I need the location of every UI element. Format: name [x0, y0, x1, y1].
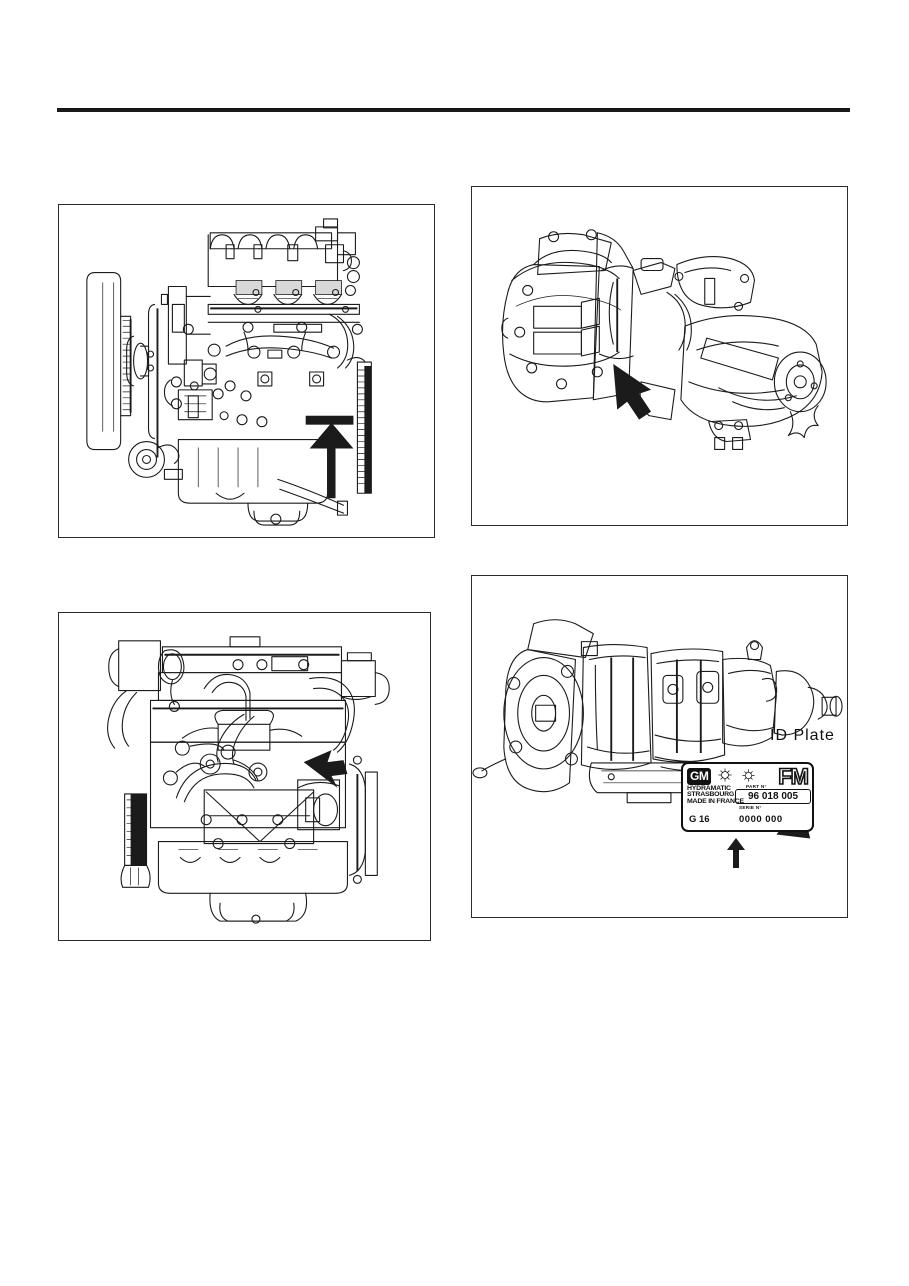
maker-line-3: MADE IN FRANCE: [687, 797, 744, 805]
manufacturer-lines: HYDRAMATIC STRASBOURG MADE IN FRANCE: [687, 785, 744, 805]
maker-line-2: STRASBOURG: [687, 791, 735, 799]
part-number-caption: PART N°: [746, 784, 767, 789]
model-code: G 16: [689, 814, 710, 825]
serial-number-caption: SERIE N°: [739, 805, 762, 810]
gm-logo: GM: [687, 768, 712, 785]
transmission-type-code: FM: [777, 764, 809, 789]
id-plate-graphic: GM FM HYDRAMATIC STRASBOURG MADE IN FRAN…: [681, 762, 814, 832]
rivet-icon-left: [718, 768, 732, 782]
maker-line-1: HYDRAMATIC: [687, 785, 731, 792]
header-divider-rule: [57, 108, 850, 112]
id-plate-label: ID Plate: [770, 727, 835, 744]
manual-transaxle-line-art: [501, 229, 827, 450]
figure-automatic-transmission-id-plate: [471, 575, 848, 918]
automatic-transmission-line-art: [472, 619, 843, 839]
figure-engine-number-location-sohc: [58, 612, 431, 941]
serial-number-value: 0000 000: [739, 814, 783, 825]
figure-engine-number-location-dohc: [58, 204, 435, 538]
rivet-icon-right: [742, 769, 755, 782]
part-number-value: 96 018 005: [735, 789, 811, 804]
engine-dohc-line-art: [86, 218, 372, 526]
figure-manual-transaxle-number-location: [471, 186, 848, 526]
id-plate-callout-arrow-icon: [727, 838, 745, 868]
engine-sohc-line-art: [107, 636, 390, 924]
